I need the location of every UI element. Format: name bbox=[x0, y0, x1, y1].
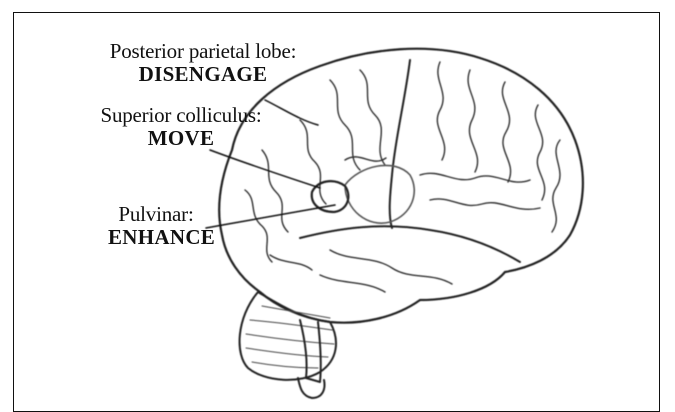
label-pulvinar: Pulvinar: ENHANCE bbox=[108, 203, 204, 249]
function-name: MOVE bbox=[96, 127, 266, 150]
function-name: ENHANCE bbox=[108, 226, 204, 249]
cerebrum-outline bbox=[219, 49, 583, 323]
thalamus-region bbox=[345, 165, 414, 223]
region-name: Posterior parietal lobe: bbox=[98, 40, 308, 63]
superior-colliculus-marker bbox=[312, 181, 349, 212]
central-sulcus bbox=[390, 60, 410, 228]
function-name: DISENGAGE bbox=[98, 63, 308, 86]
label-superior-colliculus: Superior colliculus: MOVE bbox=[96, 104, 266, 150]
region-name: Superior colliculus: bbox=[96, 104, 266, 127]
label-posterior-parietal-lobe: Posterior parietal lobe: DISENGAGE bbox=[98, 40, 308, 86]
region-name: Pulvinar: bbox=[108, 203, 204, 226]
lateral-sulcus bbox=[300, 226, 520, 262]
